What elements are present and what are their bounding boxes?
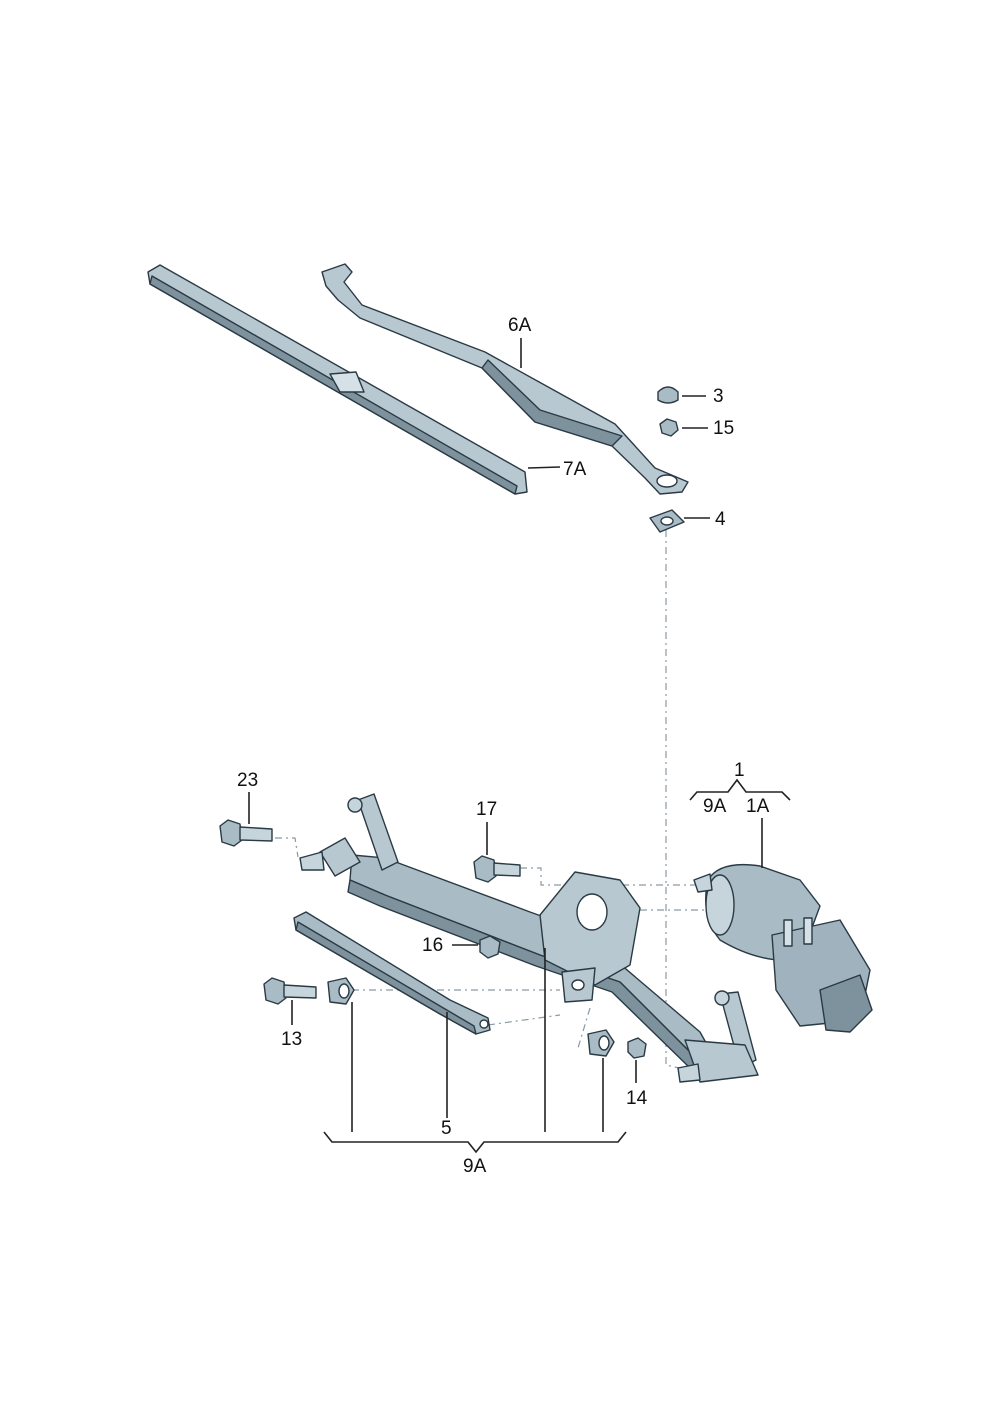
cap	[657, 386, 679, 404]
seal-washer	[649, 509, 685, 533]
bushing-right	[587, 1029, 615, 1057]
connecting-rod	[293, 911, 491, 1035]
label-23: 23	[237, 770, 258, 791]
label-17: 17	[476, 799, 497, 820]
label-9a-frame: 9A	[463, 1156, 487, 1177]
wiper-frame	[299, 793, 759, 1083]
bolt-17	[473, 855, 521, 883]
label-9a-motor: 9A	[703, 796, 727, 817]
bushing-left	[327, 977, 355, 1005]
nut-14	[627, 1037, 647, 1059]
label-3: 3	[713, 386, 724, 407]
label-1a: 1A	[746, 796, 770, 817]
label-6a: 6A	[508, 315, 532, 336]
label-13: 13	[281, 1029, 302, 1050]
label-16: 16	[422, 935, 443, 956]
bolt-23	[219, 819, 273, 847]
label-7a: 7A	[563, 459, 587, 480]
label-1: 1	[734, 760, 745, 781]
nut-16	[479, 935, 501, 959]
label-15: 15	[713, 418, 734, 439]
wiper-arm	[321, 263, 689, 495]
label-5: 5	[441, 1118, 452, 1139]
wiper-motor	[693, 863, 873, 1033]
bolt-13	[263, 977, 317, 1005]
leader-lines	[248, 338, 791, 1154]
label-14: 14	[626, 1088, 648, 1109]
callout-labels: 6A 7A 3 15 4 1 9A 1A 23 17 16 13 5 14 9A	[237, 315, 770, 1177]
wiper-blade	[147, 264, 528, 495]
label-4: 4	[715, 509, 726, 530]
nut	[659, 418, 679, 437]
